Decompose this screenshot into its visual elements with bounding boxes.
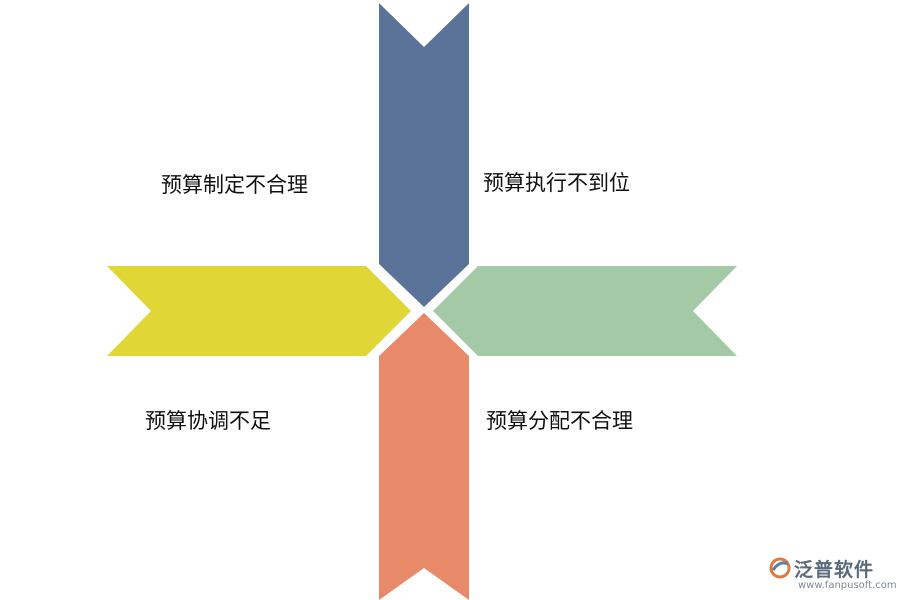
watermark-name: 泛普软件: [794, 559, 875, 581]
bottom-arrow: [379, 313, 469, 600]
label-bottom-left: 预算协调不足: [145, 409, 271, 433]
right-arrow: [433, 266, 737, 356]
label-bottom-right: 预算分配不合理: [486, 409, 633, 433]
label-top-right: 预算执行不到位: [483, 171, 630, 195]
watermark-logo: 泛普软件 www.fanpusoft.com: [768, 553, 897, 597]
label-top-left: 预算制定不合理: [161, 173, 308, 197]
top-arrow: [379, 3, 469, 307]
fanpu-logo-icon: [769, 557, 791, 579]
left-arrow: [107, 266, 411, 356]
watermark-url: www.fanpusoft.com: [798, 580, 897, 591]
